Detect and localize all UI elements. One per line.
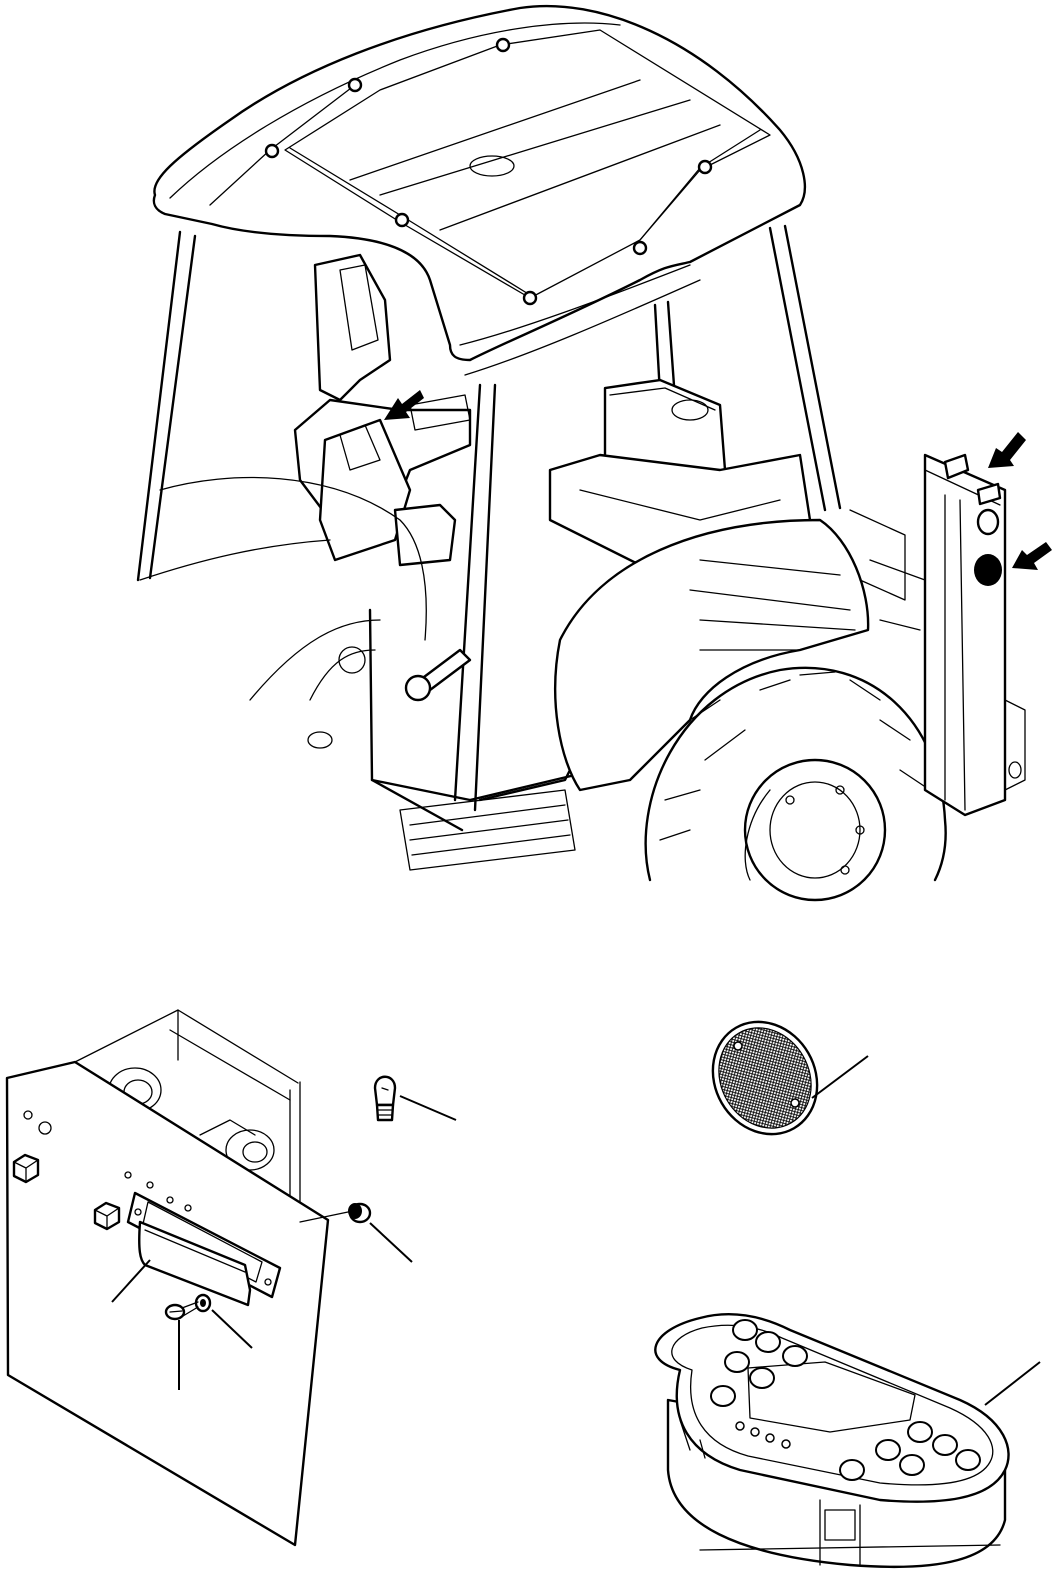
round-reflector-view bbox=[711, 1020, 869, 1136]
cab-step-and-loader-arm bbox=[139, 476, 576, 871]
rear-lamp-post bbox=[849, 453, 1026, 817]
callout-arrow-post-reflector bbox=[1012, 542, 1052, 570]
leader-washer bbox=[211, 1309, 253, 1349]
lamp-bulb bbox=[373, 1075, 397, 1122]
rear-fender bbox=[554, 518, 870, 792]
lamp-grommet bbox=[299, 1202, 372, 1224]
rear-lamp-assembly-view bbox=[5, 1009, 457, 1547]
cab-rear-pillar bbox=[293, 253, 472, 567]
cab-frame bbox=[136, 224, 842, 832]
reflector-on-post bbox=[974, 554, 1002, 586]
bolt-head bbox=[12, 1153, 40, 1184]
lamp-washer bbox=[194, 1293, 212, 1313]
cab-overview-view bbox=[136, 4, 1052, 902]
leader-lamp-lens bbox=[111, 1259, 151, 1303]
cab-roof bbox=[152, 4, 807, 376]
callout-arrow-cab-interior bbox=[384, 390, 424, 420]
bolt-head-2 bbox=[93, 1201, 121, 1231]
mounting-plate bbox=[5, 1060, 330, 1547]
rear-lamp bbox=[126, 1191, 282, 1307]
leader-reflector bbox=[811, 1055, 869, 1099]
leader-monitor bbox=[984, 1361, 1041, 1406]
monitor-panel-view bbox=[654, 1313, 1041, 1569]
lamp-screw bbox=[164, 1301, 199, 1321]
rear-wheel bbox=[644, 666, 947, 902]
leader-bulb bbox=[399, 1095, 457, 1121]
callout-arrow-post-top bbox=[988, 432, 1026, 468]
leader-grommet bbox=[369, 1222, 413, 1263]
